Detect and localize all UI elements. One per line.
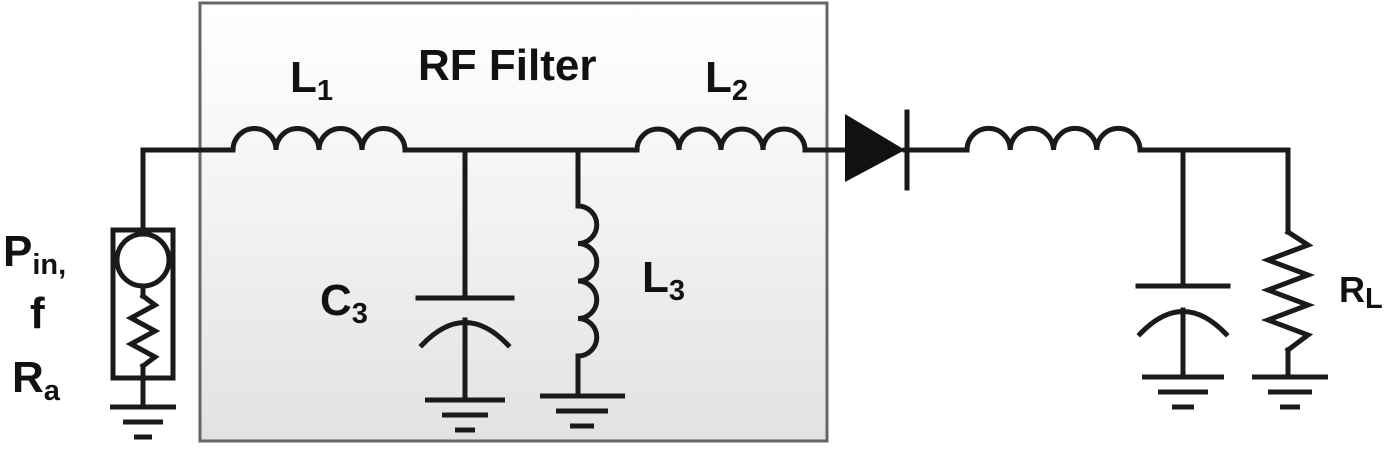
inductor-output-icon [964,125,1143,151]
label-frequency: f [30,289,45,338]
label-l3-sub: 3 [669,275,685,307]
label-l3: L3 [642,253,685,307]
capacitor-c3-icon [415,147,515,403]
label-l1-sub: 1 [317,75,333,107]
label-c3-sub: 3 [352,298,368,330]
label-c3-main: C [320,276,352,325]
label-l2-sub: 2 [732,75,748,107]
capacitor-output-icon [1135,147,1231,380]
filter-title: RF Filter [418,41,596,90]
ground-output-cap-icon [1142,374,1224,410]
ac-source-icon [110,227,176,410]
diode-icon [845,109,910,191]
label-l1: L1 [290,53,333,107]
label-rl-main: R [1339,269,1365,310]
ground-l3-icon [540,393,625,429]
ground-c3-icon [425,397,505,433]
label-ra-sub: a [44,375,61,407]
label-pin-sub: in, [32,249,66,281]
label-l3-main: L [642,253,669,302]
inductor-l1-icon [230,126,408,151]
inductor-l2-icon [634,126,808,151]
label-rl: RL [1339,269,1383,315]
label-ra-main: R [12,353,44,402]
wire-l4-to-load [1137,147,1291,235]
wire-source-to-l1 [140,147,236,233]
label-rl-sub: L [1365,283,1383,315]
label-pin: Pin, [3,227,66,281]
rf-filter-box [198,1,829,443]
ground-source-icon [110,404,176,440]
ground-rl-icon [1252,374,1328,410]
label-l2: L2 [705,53,748,107]
inductor-l3-icon [577,203,600,359]
label-c3: C3 [320,276,368,330]
label-ra: Ra [12,353,61,407]
resistor-rl-icon [1260,228,1316,380]
label-pin-main: P [3,227,32,276]
label-l1-main: L [290,53,317,102]
label-l2-main: L [705,53,732,102]
